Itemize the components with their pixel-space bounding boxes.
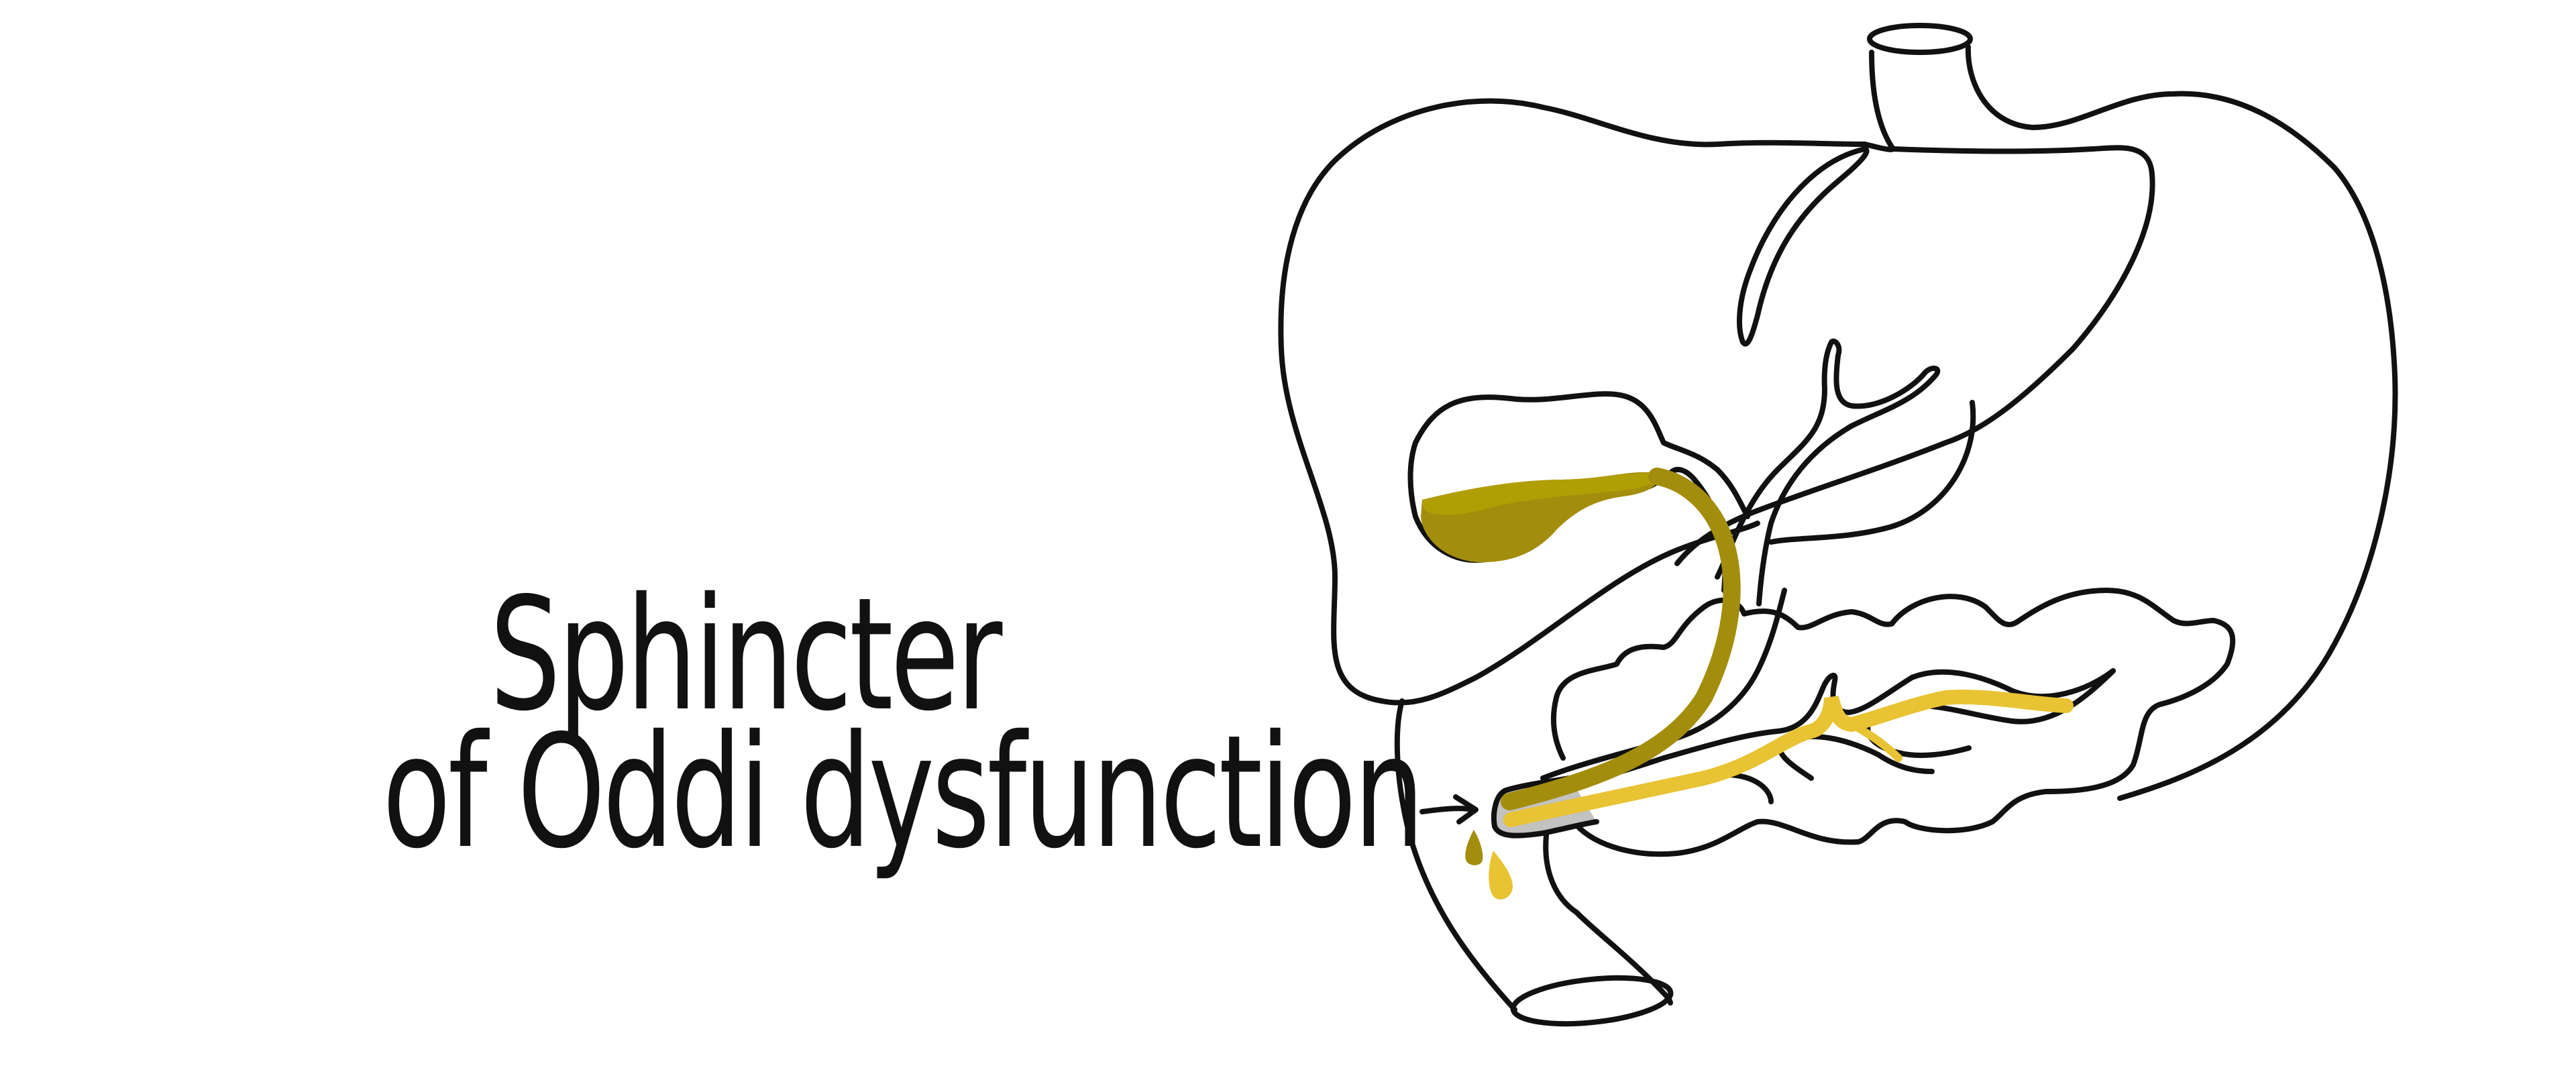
pancreatic-duct-branch [1847, 720, 1902, 762]
arrow-right-icon [1419, 794, 1479, 824]
duodenum [1394, 588, 1787, 1027]
common-bile-duct-bile [1501, 468, 1741, 810]
liver [1278, 98, 2155, 706]
stomach [1867, 23, 2398, 801]
pancreatic-duct-juice [1503, 689, 2074, 827]
bile-in-gallbladder [1421, 472, 1664, 563]
pancreatic-drop-icon [1489, 851, 1513, 900]
bile-drop-icon [1465, 830, 1483, 865]
title-line-1: Sphincter [489, 564, 1002, 745]
